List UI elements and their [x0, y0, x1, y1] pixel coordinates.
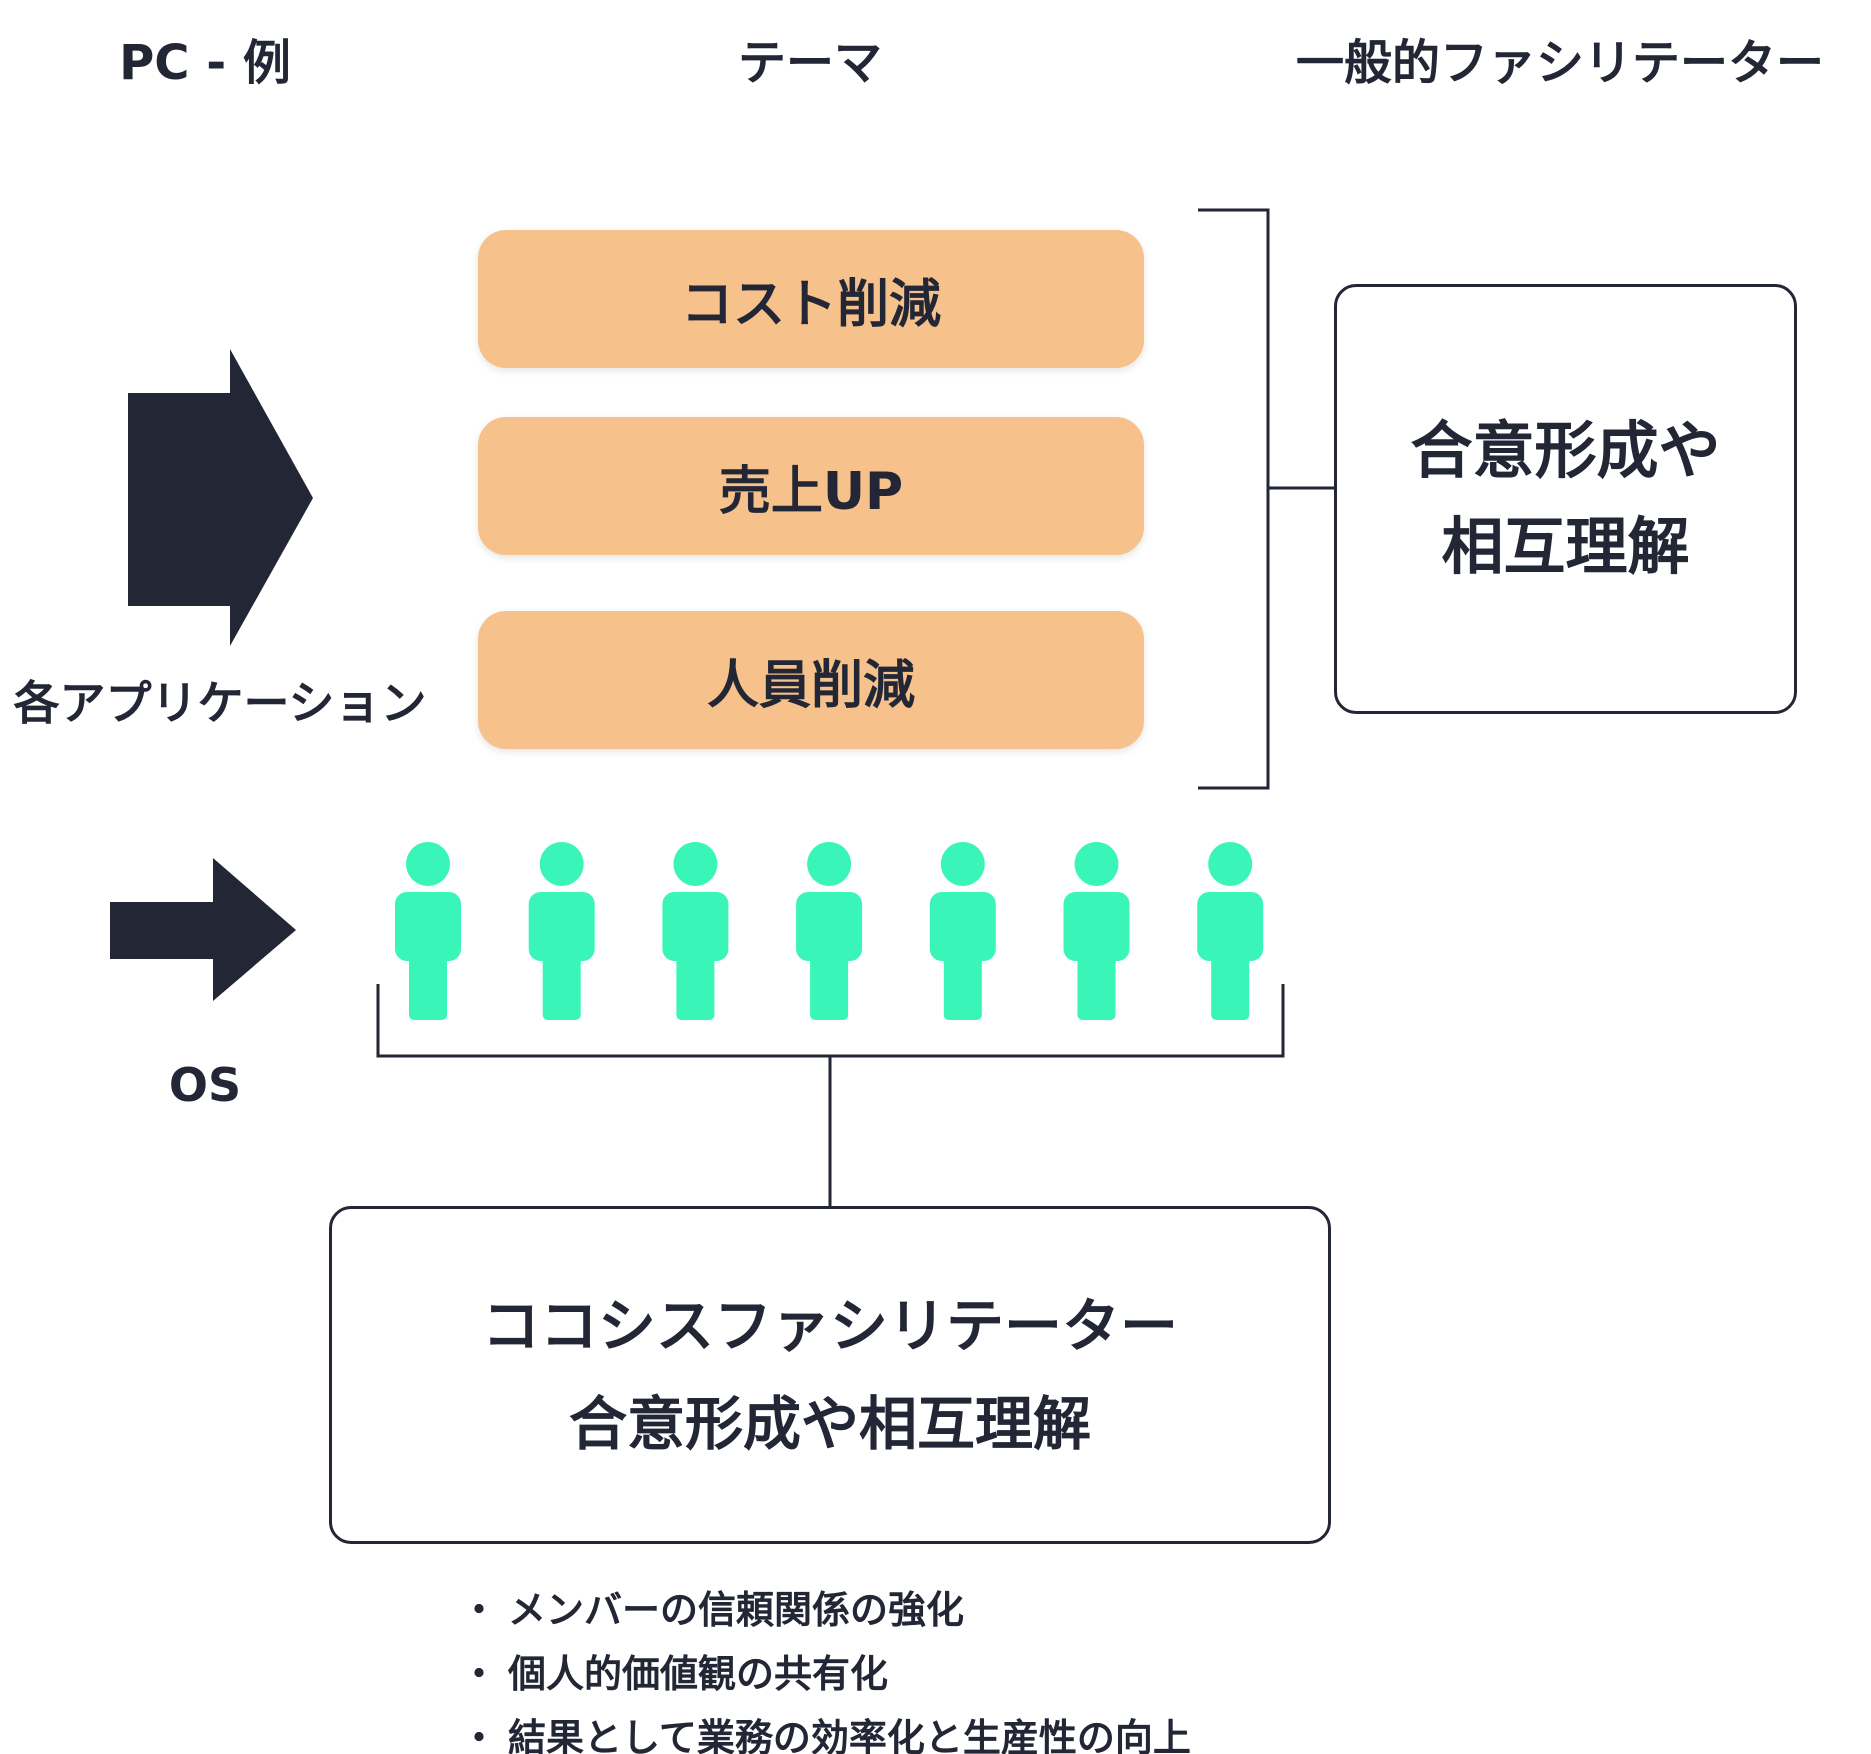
general-box-line2: 相互理解: [1441, 510, 1690, 583]
person-icon: [662, 842, 729, 1020]
person-icon: [1197, 842, 1264, 1020]
application-arrow-icon: [128, 349, 313, 646]
people-group: [395, 842, 1264, 1020]
theme-box-staff-reduction: 人員削減: [478, 611, 1144, 749]
cocosys-facilitator-box: ココシスファシリテーター 合意形成や相互理解: [329, 1206, 1331, 1544]
label-os: OS: [168, 1058, 242, 1112]
person-icon: [395, 842, 461, 1020]
benefit-item: ・個人的価値観の共有化: [460, 1652, 889, 1696]
benefit-item: ・結果として業務の効率化と生産性の向上: [460, 1716, 1191, 1754]
person-icon: [929, 842, 996, 1020]
label-applications: 各アプリケーション: [13, 676, 427, 730]
benefit-list: ・メンバーの信頼関係の強化 ・個人的価値観の共有化 ・結果として業務の効率化と生…: [460, 1578, 1191, 1754]
person-icon: [528, 842, 595, 1020]
main-box-line2: 合意形成や相互理解: [568, 1390, 1091, 1458]
general-box-line1: 合意形成や: [1410, 414, 1721, 487]
heading-general-facilitator: 一般的ファシリテーター: [1295, 35, 1824, 91]
person-icon: [796, 842, 863, 1020]
main-box-line1: ココシスファシリテーター: [481, 1292, 1178, 1360]
person-icon: [1063, 842, 1130, 1020]
benefit-item: ・メンバーの信頼関係の強化: [460, 1588, 965, 1632]
theme-box-cost-reduction: コスト削減: [478, 230, 1144, 368]
heading-theme: テーマ: [737, 35, 882, 91]
theme-box-sales-up: 売上UP: [478, 417, 1144, 555]
heading-pc-example: PC - 例: [119, 35, 291, 91]
os-arrow-icon: [110, 858, 296, 1001]
theme-bracket: [1198, 208, 1270, 790]
general-facilitator-box: 合意形成や 相互理解: [1334, 284, 1797, 714]
